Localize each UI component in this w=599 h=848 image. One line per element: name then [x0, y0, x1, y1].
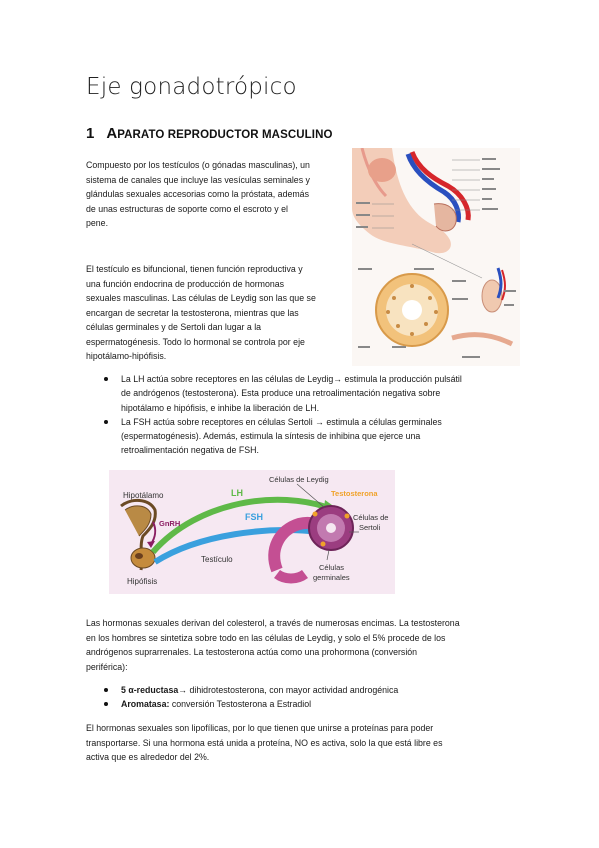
- text-line: El hormonas sexuales son lipofílicas, po…: [86, 723, 434, 733]
- text-line: Las hormonas sexuales derivan del colest…: [86, 618, 460, 628]
- text-line: sexuales masculinas. Las células de Leyd…: [86, 293, 316, 303]
- section-title: APARATO REPRODUCTOR MASCULINO: [106, 125, 333, 142]
- label-fsh: FSH: [245, 512, 263, 522]
- text-line: hipotálamo-hipófisis.: [86, 351, 167, 361]
- list-item: La FSH actúa sobre receptores en células…: [104, 415, 504, 458]
- list-item: 5 α-reductasa→ dihidrotestosterona, con …: [104, 683, 504, 697]
- text-line: activa que es alrededor del 2%.: [86, 752, 210, 762]
- list-item: Aromatasa: conversión Testosterona a Est…: [104, 697, 504, 711]
- paragraph-testiculo: El testículo es bifuncional, tienen func…: [86, 262, 348, 364]
- text-line: sistema de canales que incluye las vesíc…: [86, 174, 310, 185]
- text-line: periférica):: [86, 661, 128, 672]
- lh-arrow: [150, 496, 331, 554]
- text-line: espermatogénesis. Todo lo hormonal se co…: [86, 336, 305, 347]
- label-germinales-2: germinales: [313, 573, 350, 582]
- hypophysis-shape: [130, 547, 156, 569]
- label-testosterona: Testosterona: [331, 489, 378, 498]
- paragraph-intro: Compuesto por los testículos (o gónadas …: [86, 158, 348, 231]
- text-line: pene.: [86, 218, 109, 228]
- label-leydig: Células de Leydig: [269, 475, 329, 484]
- page-title: Eje gonadotrópico: [86, 74, 297, 100]
- label-hipofisis: Hipófisis: [127, 577, 157, 586]
- text-line: El testículo es bifuncional, tienen func…: [86, 264, 303, 274]
- gonadotropic-axis-figure: Hipotálamo GnRH Hipófisis LH FSH Células…: [109, 470, 395, 594]
- label-germinales-1: Células: [319, 563, 344, 572]
- label-hipotalamo: Hipotálamo: [123, 491, 164, 500]
- text-line: transportarse. Si una hormona está unida…: [86, 737, 443, 748]
- label-sertoli-2: Sertoli: [359, 523, 381, 532]
- text-line: en los hombres se sintetiza sobre todo e…: [86, 632, 446, 643]
- paragraph-lipofilicas: El hormonas sexuales son lipofílicas, po…: [86, 721, 516, 765]
- label-sertoli-1: Células de: [353, 513, 388, 522]
- section-heading: 1 APARATO REPRODUCTOR MASCULINO: [86, 125, 333, 142]
- male-reproductive-anatomy-image: [352, 148, 520, 366]
- fsh-arrow: [153, 527, 320, 565]
- label-gnrh: GnRH: [159, 519, 180, 528]
- text-line: andrógenos suprarrenales. La testosteron…: [86, 647, 418, 657]
- text-line: una función endocrina de producción de h…: [86, 278, 285, 289]
- text-line: de unas estructuras de soporte como el e…: [86, 203, 288, 214]
- label-lh: LH: [231, 488, 243, 498]
- text-line: encargan de secretar la testosterona, mi…: [86, 307, 299, 318]
- bullet-list-hormones: La LH actúa sobre receptores en las célu…: [104, 372, 504, 458]
- paragraph-hormonas: Las hormonas sexuales derivan del colest…: [86, 616, 516, 674]
- list-item: La LH actúa sobre receptores en las célu…: [104, 372, 504, 415]
- text-line: glándulas sexuales accesorias como la pr…: [86, 189, 309, 199]
- label-testiculo: Testículo: [201, 555, 233, 564]
- bullet-list-conversion: 5 α-reductasa→ dihidrotestosterona, con …: [104, 683, 504, 712]
- text-line: células germinales y de Sertoli dan luga…: [86, 322, 262, 332]
- section-number: 1: [86, 125, 95, 142]
- text-line: Compuesto por los testículos (o gónadas …: [86, 160, 310, 170]
